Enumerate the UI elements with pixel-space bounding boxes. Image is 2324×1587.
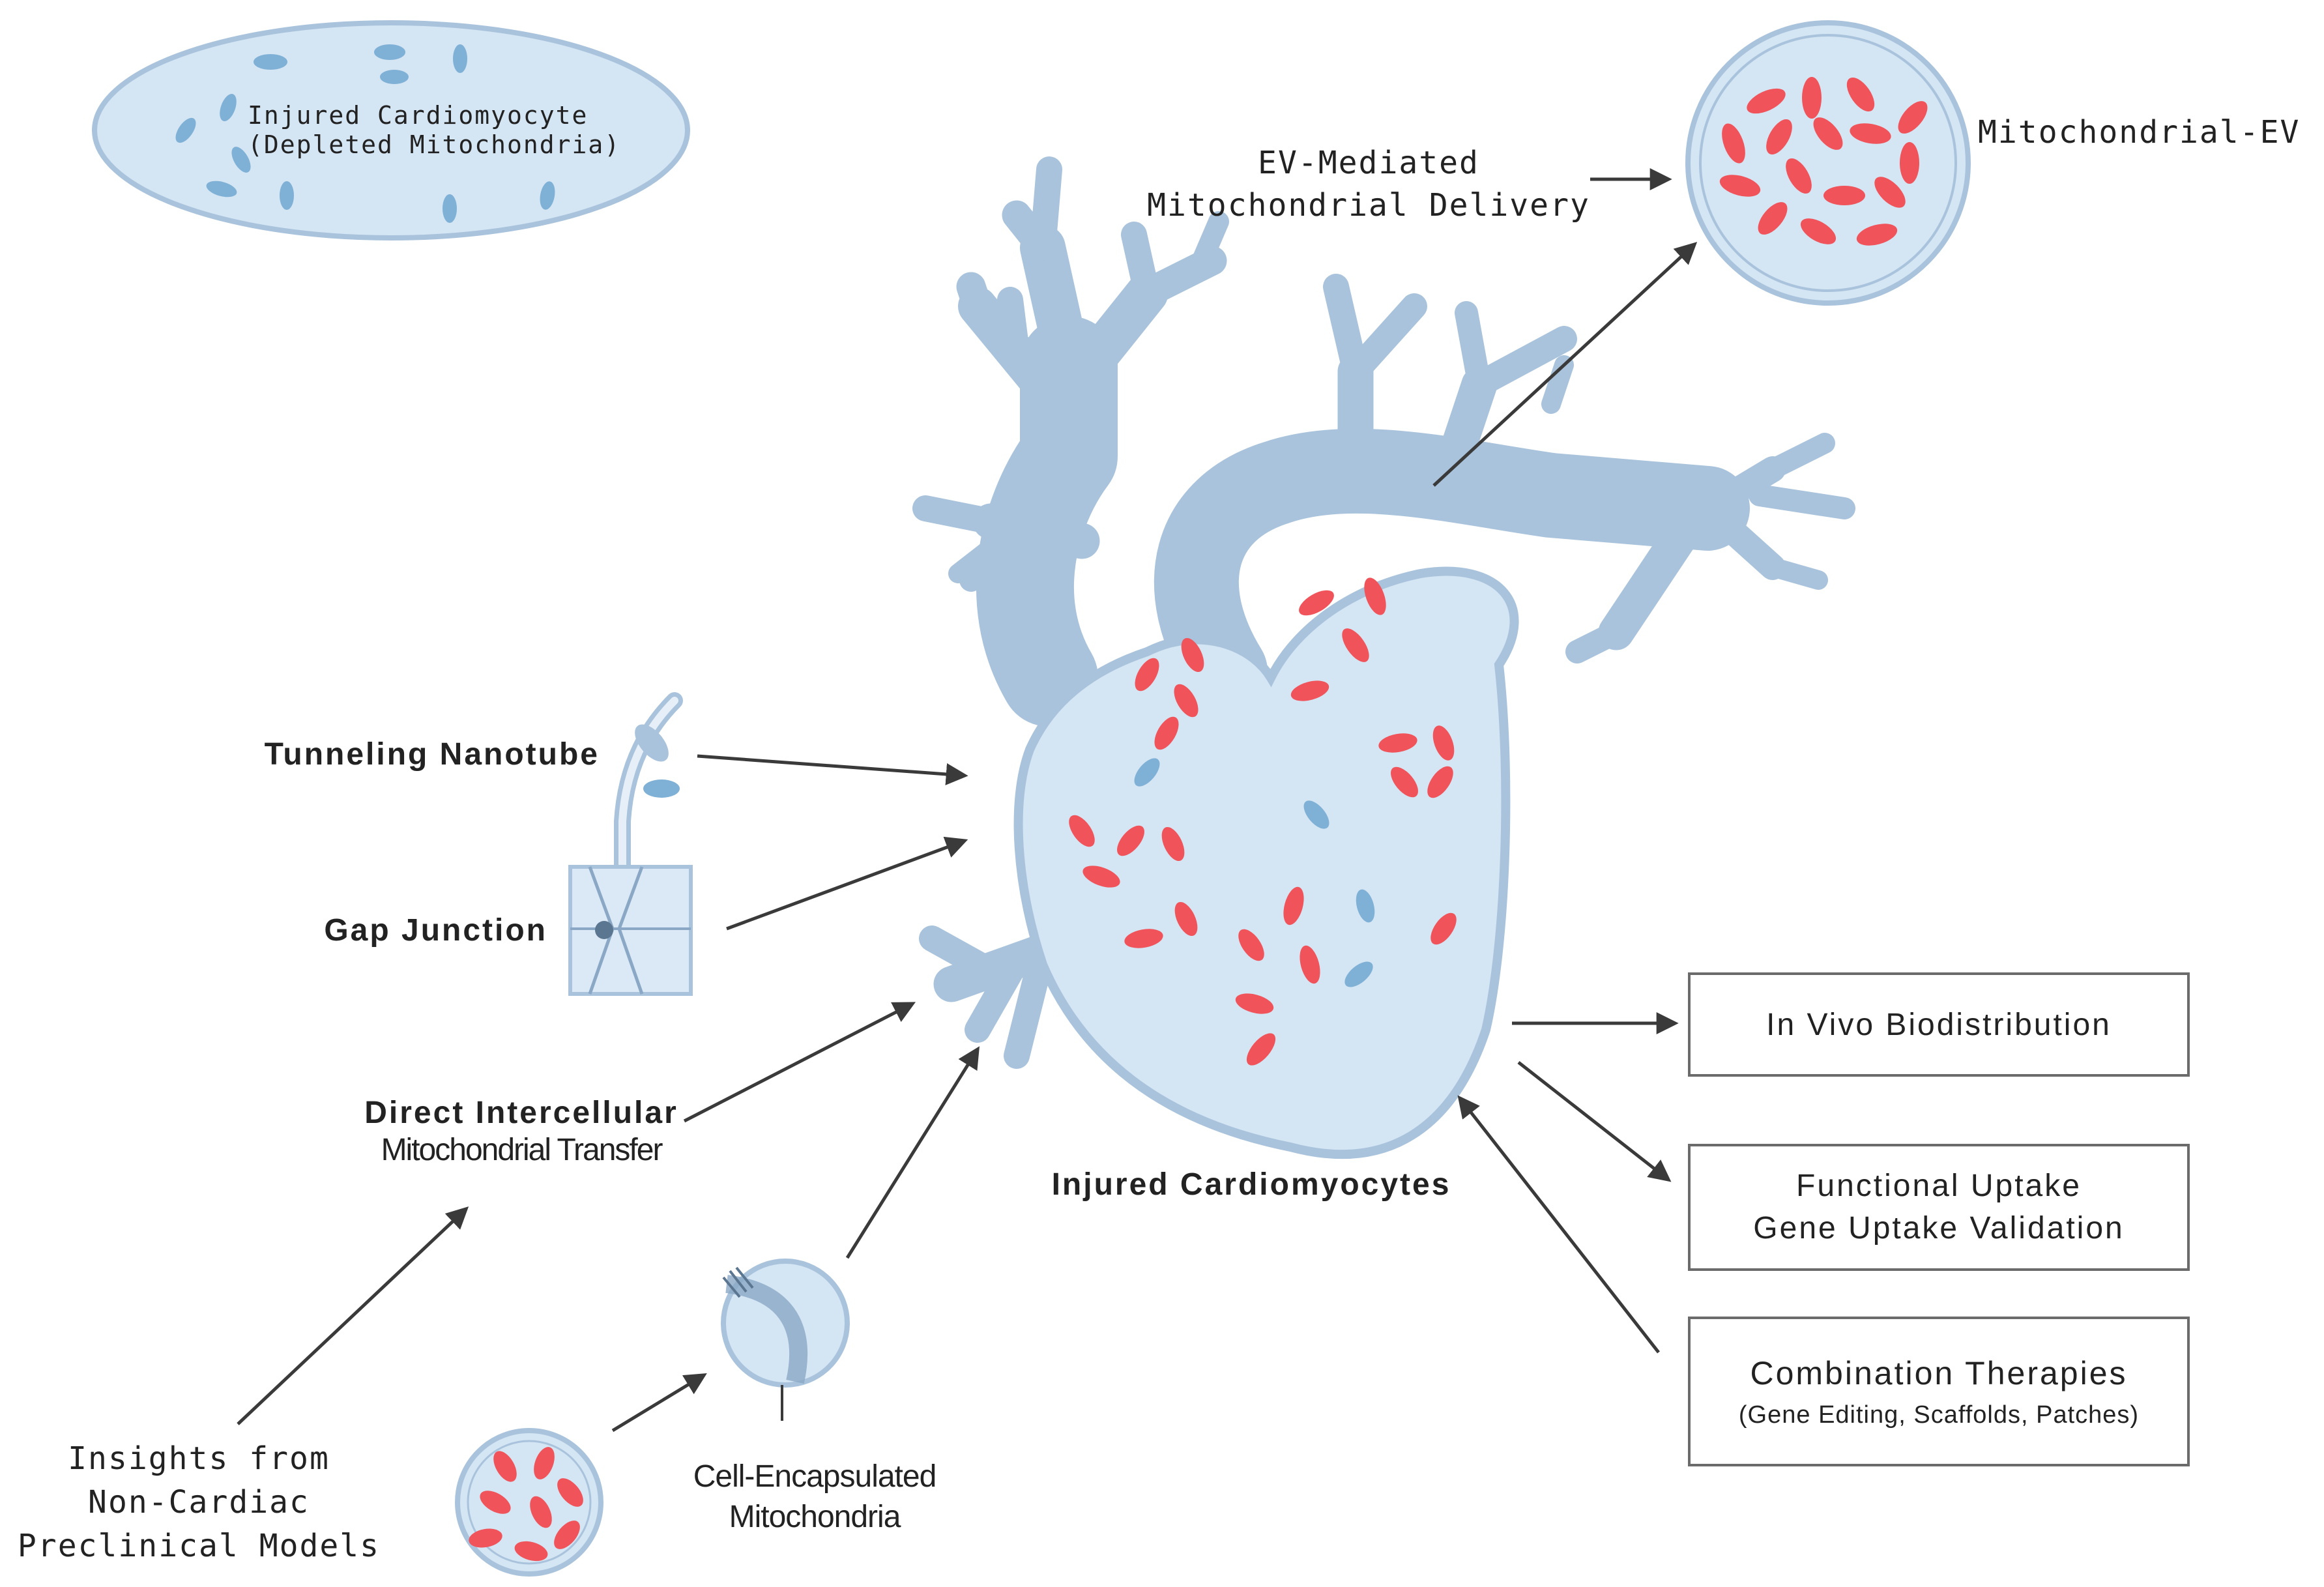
functional-uptake-line1: Functional Uptake <box>1796 1168 2082 1203</box>
arrow-heart-to-functional-uptake <box>1517 1061 1672 1182</box>
encapsulated-label-line2: Mitochondria <box>729 1500 901 1535</box>
ev-delivery-label: EV-Mediated Mitochondrial Delivery <box>1134 142 1603 227</box>
injured-cell-ellipse-icon <box>92 20 690 240</box>
direct-transfer-label-line1: Direct Intercellular <box>364 1096 678 1130</box>
combination-therapies-box: Combination Therapies (Gene Editing, Sca… <box>1688 1317 2190 1466</box>
ev-delivery-label-line1: EV-Mediated <box>1258 145 1479 181</box>
arrow-encapsulated-to-heart <box>845 1046 980 1259</box>
encapsulated-label: Cell-Encapsulated Mitochondria <box>645 1457 984 1538</box>
insights-label: Insights from Non-Cardiac Preclinical Mo… <box>13 1437 385 1569</box>
injured-cell-label-line1: Injured Cardiomyocyte <box>248 101 588 130</box>
biodistribution-box: In Vivo Biodistribution <box>1688 972 2190 1077</box>
mitochondria-vesicle-icon <box>455 1428 603 1577</box>
insights-label-line3: Preclinical Models <box>17 1528 381 1565</box>
combination-therapies-line2: (Gene Editing, Scaffolds, Patches) <box>1738 1401 2140 1429</box>
mitochondrial-ev-vesicle-icon <box>1685 20 1971 306</box>
nanotube-gap-junction-icon <box>568 692 693 996</box>
direct-transfer-label: Direct Intercellular Mitochondrial Trans… <box>313 1095 730 1169</box>
functional-uptake-line2: Gene Uptake Validation <box>1753 1210 2125 1245</box>
encapsulated-mitochondria-cell-icon <box>721 1259 850 1421</box>
arrow-insights-to-direct-transfer <box>237 1206 469 1425</box>
arrow-heart-to-vesicle <box>1432 242 1698 487</box>
arrow-nanotube-to-heart <box>697 754 968 785</box>
tunneling-nanotube-label: Tunneling Nanotube <box>264 737 600 772</box>
gap-junction-label: Gap Junction <box>324 913 547 948</box>
encapsulated-label-line1: Cell-Encapsulated <box>693 1459 937 1494</box>
heart-label: Injured Cardiomyocytes <box>1051 1167 1451 1202</box>
insights-label-line2: Non-Cardiac <box>88 1484 310 1521</box>
functional-uptake-box: Functional Uptake Gene Uptake Validation <box>1688 1144 2190 1271</box>
combination-therapies-line1: Combination Therapies <box>1750 1355 2128 1392</box>
heart-icon <box>912 156 1855 1159</box>
biodistribution-label: In Vivo Biodistribution <box>1766 1007 2112 1042</box>
direct-transfer-label-line2: Mitochondrial Transfer <box>381 1132 663 1167</box>
arrow-gap-junction-to-heart <box>726 836 968 931</box>
ev-delivery-label-line2: Mitochondrial Delivery <box>1147 186 1590 224</box>
injured-cell-label: Injured Cardiomyocyte (Depleted Mitochon… <box>248 101 621 160</box>
arrow-combination-to-heart <box>1457 1095 1660 1354</box>
injured-cell-label-line2: (Depleted Mitochondria) <box>248 130 621 159</box>
arrow-vesicle-to-encapsulated <box>611 1373 707 1433</box>
mitochondrial-ev-label: Mitochondrial-EV <box>1978 114 2301 151</box>
arrow-direct-transfer-to-heart <box>683 1002 916 1123</box>
insights-label-line1: Insights from <box>68 1440 330 1477</box>
